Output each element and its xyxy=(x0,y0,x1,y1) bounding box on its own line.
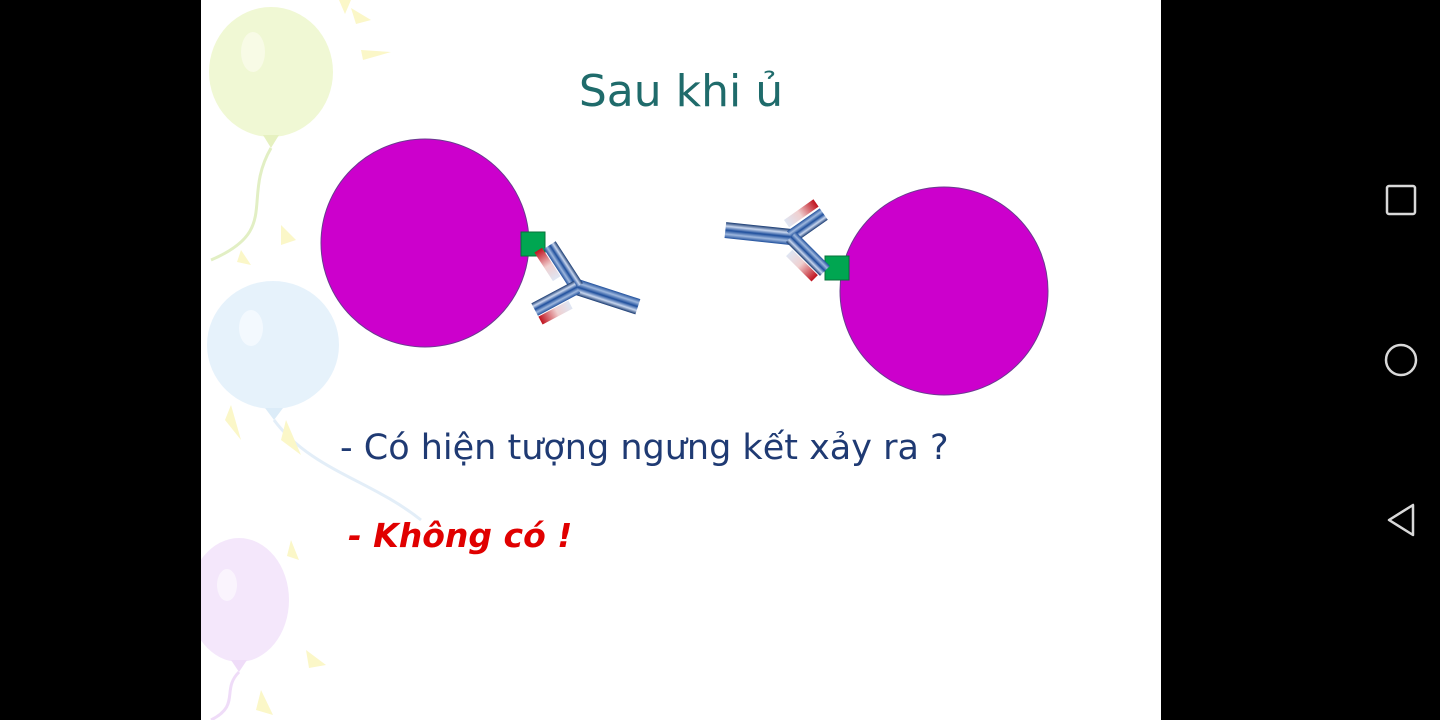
back-button[interactable] xyxy=(1371,490,1431,550)
yellow-balloon-icon xyxy=(209,0,391,262)
blue-balloon-icon xyxy=(207,225,422,522)
back-icon xyxy=(1387,503,1415,537)
recent-apps-icon xyxy=(1385,184,1417,216)
question-text: - Có hiện tượng ngưng kết xảy ra ? xyxy=(340,428,949,468)
home-icon xyxy=(1384,343,1418,377)
right-particle xyxy=(839,186,1049,396)
presentation-slide: Sau khi ủ - Có hiện tượng ngưng kết xảy … xyxy=(201,0,1161,720)
purple-balloon-icon xyxy=(201,538,326,720)
recent-apps-button[interactable] xyxy=(1371,170,1431,230)
agglutination-illustration xyxy=(320,138,1049,396)
answer-text: - Không có ! xyxy=(348,516,573,555)
balloon-background-decoration xyxy=(201,0,422,720)
left-particle xyxy=(320,138,530,348)
slide-title: Sau khi ủ xyxy=(578,66,784,117)
home-button[interactable] xyxy=(1371,330,1431,390)
navigation-bar xyxy=(1161,0,1440,720)
right-antibody-icon xyxy=(724,199,830,282)
left-antibody-icon xyxy=(531,241,641,325)
right-antigen xyxy=(824,255,850,281)
